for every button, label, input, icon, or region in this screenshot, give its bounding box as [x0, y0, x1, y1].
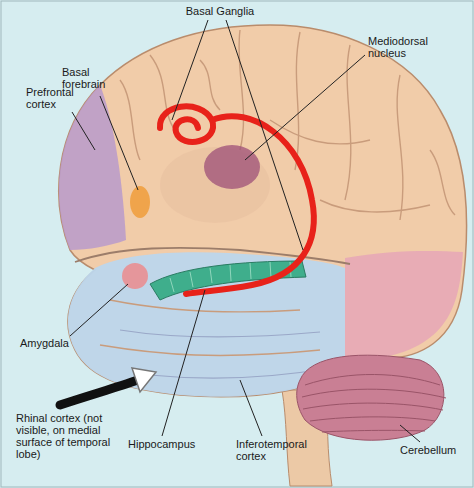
basal-ganglia-shape — [160, 106, 314, 294]
rhinal-arrow-shaft — [60, 380, 138, 405]
part-label: Basal Ganglia — [180, 5, 260, 17]
part-label: Prefrontal cortex — [26, 86, 90, 110]
cerebellum-folia — [302, 374, 446, 432]
part-label: Mediodorsal nucleus — [368, 35, 448, 59]
cerebellum-shape — [297, 355, 444, 440]
occipital-region — [345, 251, 463, 370]
part-label: Cerebellum — [400, 444, 466, 456]
mediodorsal-nucleus-shape — [204, 145, 260, 189]
part-label: Hippocampus — [128, 438, 208, 450]
amygdala-shape — [122, 263, 148, 289]
hippocampus-shape — [150, 261, 306, 300]
cerebral-hemisphere — [59, 25, 467, 397]
prefrontal-region — [59, 85, 126, 250]
part-label: Amygdala — [20, 337, 90, 349]
part-label: Inferotemporal cortex — [236, 438, 316, 462]
part-label: Rhinal cortex (not visible, on medial su… — [16, 412, 116, 460]
basal-forebrain-shape — [130, 186, 150, 218]
rhinal-arrow-head — [132, 368, 156, 392]
leader-lines — [70, 20, 420, 442]
gyri-folds — [75, 30, 455, 355]
